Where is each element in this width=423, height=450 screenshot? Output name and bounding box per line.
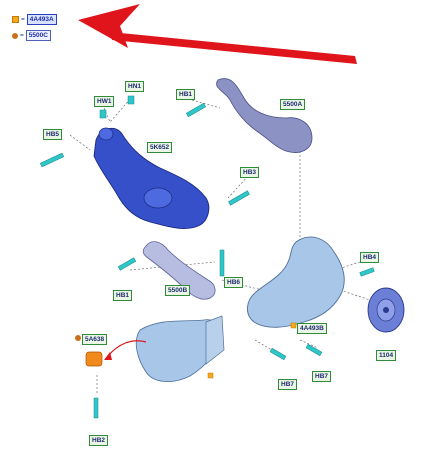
lower-arm-inner-bushing	[98, 127, 114, 141]
red-pointer-arrow	[78, 4, 357, 64]
legend-code[interactable]: 4A493A	[26, 14, 57, 25]
sensor-arrowhead	[104, 352, 112, 360]
lower-arm-bushing	[143, 187, 173, 209]
bolt-hb6	[219, 249, 225, 277]
callout-5500a[interactable]: 5500A	[280, 99, 306, 110]
bolt-hb1-bottom	[117, 257, 137, 271]
callout-hb3[interactable]: HB3	[240, 167, 260, 178]
marker-5a638	[75, 335, 81, 341]
bolt-hb7-right	[305, 343, 323, 357]
callout-5k652[interactable]: 5K652	[147, 142, 173, 153]
nut-hn1	[127, 95, 135, 105]
bolt-hb4	[359, 267, 375, 277]
bolt-hb5	[39, 152, 65, 168]
callout-hb7-right[interactable]: HB7	[312, 371, 332, 382]
legend-symbol: =	[20, 32, 24, 39]
shield-plate	[205, 315, 225, 365]
callout-hn1[interactable]: HN1	[125, 81, 145, 92]
callout-hb6[interactable]: HB6	[224, 277, 244, 288]
bolt-hb1-top	[185, 102, 207, 118]
callout-4a493b[interactable]: 4A493B	[297, 323, 327, 334]
washer-hw1	[99, 109, 107, 119]
callout-hb7-left[interactable]: HB7	[278, 379, 298, 390]
sensor-routing-arrow	[107, 340, 147, 357]
callout-hb1-top[interactable]: HB1	[176, 89, 196, 100]
wheel-hub-1104	[367, 287, 405, 333]
toe-link-5500b	[142, 241, 216, 300]
bolt-hb7-left	[269, 347, 287, 361]
callout-5a638[interactable]: 5A638	[82, 334, 108, 345]
callout-hb1-bottom[interactable]: HB1	[113, 290, 133, 301]
knuckle-4a493b	[247, 236, 345, 328]
sensor-5a638	[85, 351, 103, 367]
bolt-hb3	[228, 190, 250, 206]
marker-bracket	[207, 372, 214, 379]
callout-hb4[interactable]: HB4	[360, 252, 380, 263]
dot-marker-icon	[12, 32, 18, 39]
bolt-hb2	[93, 397, 99, 419]
callout-1104[interactable]: 1104	[376, 350, 397, 361]
legend-symbol: =	[21, 16, 25, 23]
legend-item-2: = 5500C	[12, 30, 51, 41]
legend-item-1: = 4A493A	[12, 14, 57, 25]
upper-arm-5500a	[216, 78, 313, 153]
fasteners	[39, 95, 375, 419]
lower-arm-5k652	[93, 127, 210, 229]
square-marker-icon	[12, 16, 19, 23]
legend-code[interactable]: 5500C	[25, 30, 51, 41]
callout-hw1[interactable]: HW1	[94, 96, 115, 107]
callout-hb2[interactable]: HB2	[89, 435, 109, 446]
callout-hb5[interactable]: HB5	[43, 129, 63, 140]
callout-5500b[interactable]: 5500B	[165, 285, 191, 296]
marker-4a493b	[290, 322, 297, 329]
